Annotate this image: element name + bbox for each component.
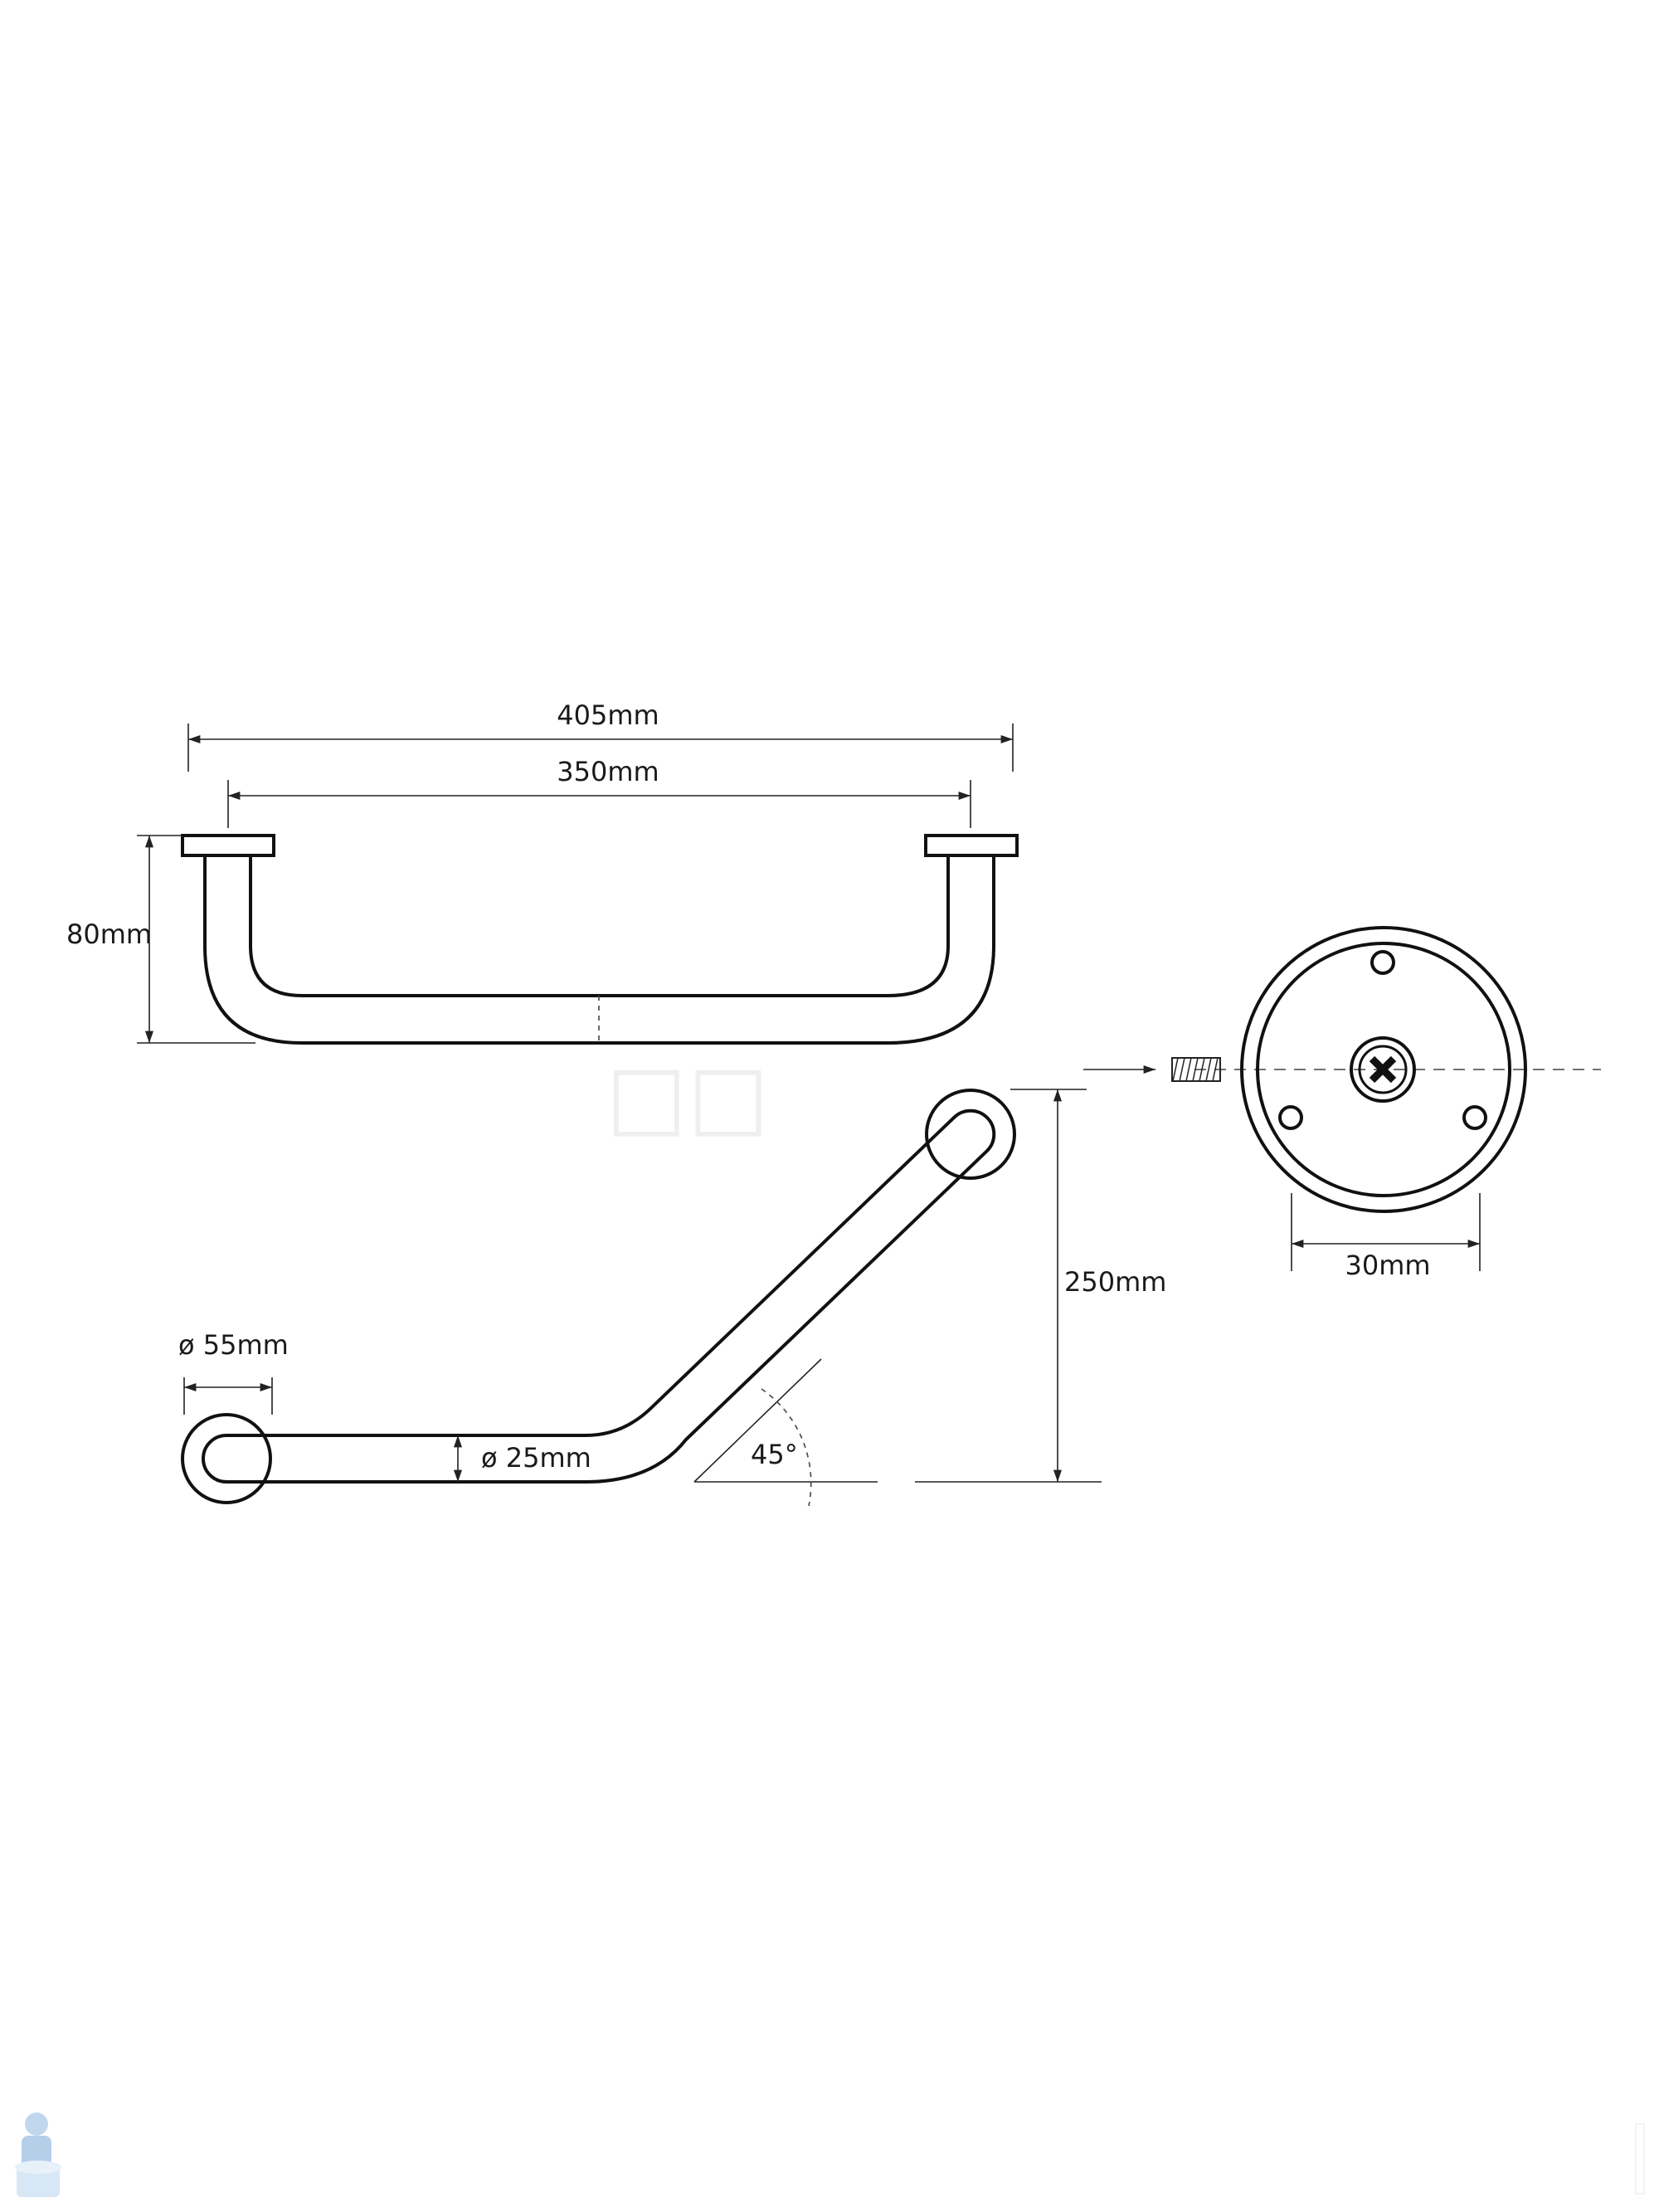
dim-label-80: 80mm: [66, 918, 152, 950]
screw-icon: [1171, 1057, 1221, 1082]
u-bar-outer-outline: [203, 854, 995, 1045]
mounting-hole-right: [1462, 1105, 1487, 1130]
dim-label-flange: ø 55mm: [178, 1329, 289, 1361]
left-end-flange: [181, 1413, 272, 1504]
cross-screw-icon: [1369, 1055, 1397, 1084]
svg-text:☐☐: ☐☐: [606, 1052, 769, 1158]
right-flange: [924, 834, 1019, 857]
flange-outer-ring: [1240, 926, 1527, 1213]
plumber-mascot-icon: [15, 2112, 61, 2197]
u-bar-inner-outline: [249, 854, 950, 997]
mounting-hole-left: [1278, 1105, 1303, 1130]
center-screw-outer: [1350, 1036, 1416, 1103]
dim-label-405: 405mm: [557, 699, 659, 731]
dim-label-30: 30mm: [1345, 1250, 1430, 1281]
left-flange: [181, 834, 275, 857]
flange-detail-view: 30mm: [1083, 926, 1601, 1281]
faint-watermark: ☐☐: [606, 1052, 769, 1158]
flange-inner-ring: [1256, 942, 1511, 1197]
side-view: ø 25mm ø 55mm 45° 250mm: [178, 1089, 1166, 1507]
mounting-hole-top: [1370, 950, 1395, 975]
dim-label-tube: ø 25mm: [481, 1442, 591, 1474]
dim-label-350: 350mm: [557, 756, 659, 787]
angle-ref-diagonal: [693, 1358, 822, 1483]
dim-label-250: 250mm: [1064, 1266, 1166, 1298]
vertical-watermark: [1635, 2123, 1645, 2195]
top-view: 405mm 350mm 80mm: [66, 699, 1019, 1045]
center-screw-inner: [1358, 1045, 1408, 1094]
angled-bar-outline: [202, 1108, 996, 1484]
right-end-flange: [925, 1089, 1016, 1180]
angle-label: 45°: [751, 1439, 798, 1470]
